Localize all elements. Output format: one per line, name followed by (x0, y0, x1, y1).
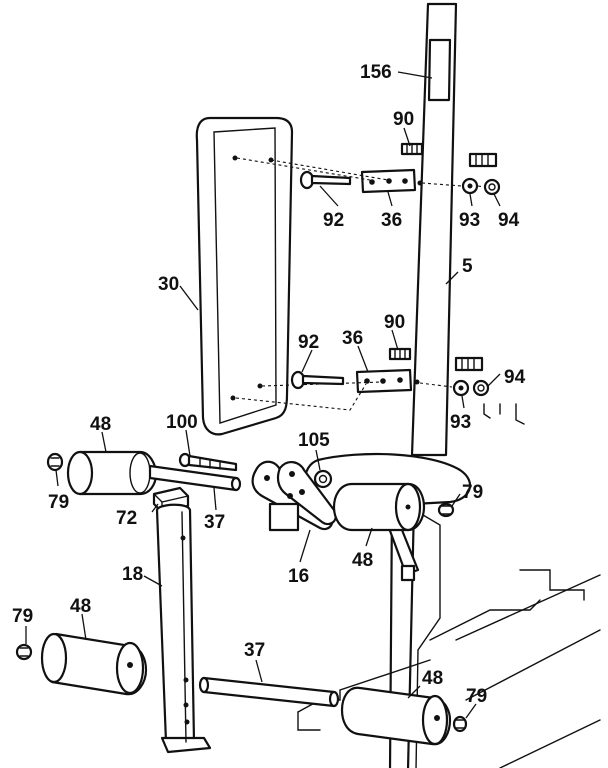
callout-94-upper: 94 (498, 210, 520, 231)
end-cap-79-b (437, 502, 455, 518)
lower-right-roller (340, 686, 452, 746)
lower-nut-94 (472, 379, 490, 397)
lower-left-roller (40, 632, 148, 696)
upright-post (410, 2, 458, 457)
callout-36-upper: 36 (381, 210, 402, 231)
upper-bolt-156 (468, 152, 498, 168)
callout-18: 18 (122, 564, 143, 585)
upper-bracket (236, 157, 417, 194)
upper-screw-90 (400, 142, 424, 156)
end-cap-79-a (46, 452, 64, 472)
upper-left-roller (66, 450, 158, 496)
callout-79-lower-left: 79 (12, 606, 33, 627)
lower-bracket (235, 368, 413, 411)
leader-lines (25, 71, 501, 719)
upper-right-roller (332, 482, 426, 532)
end-cap-79-c (15, 643, 33, 661)
callout-93-upper: 93 (459, 210, 480, 231)
callout-92-upper: 92 (323, 210, 344, 231)
callout-156: 156 (360, 62, 392, 83)
lower-bolt-92 (290, 370, 345, 390)
callout-72: 72 (116, 508, 137, 529)
bolt-100 (178, 452, 238, 472)
upper-washer-93 (461, 177, 479, 195)
upper-bolt-92 (299, 170, 352, 190)
callout-30: 30 (158, 274, 179, 295)
lower-bolt-long (454, 356, 484, 372)
leg-tube-18 (155, 503, 212, 754)
callout-90-lower: 90 (384, 312, 405, 333)
callout-16: 16 (288, 566, 309, 587)
callout-79-upper-left: 79 (48, 492, 69, 513)
lower-washer-93 (452, 379, 470, 397)
callout-36-lower: 36 (342, 328, 363, 349)
callout-79-lower-right: 79 (466, 686, 487, 707)
callout-79-upper-right: 79 (462, 482, 483, 503)
lower-screw-90 (388, 347, 412, 361)
callout-48-upper-right: 48 (352, 550, 373, 571)
callout-5: 5 (462, 256, 473, 277)
callout-100: 100 (166, 412, 198, 433)
upper-rod-37 (148, 464, 242, 492)
callout-37-lower: 37 (244, 640, 265, 661)
callout-48-lower-right: 48 (422, 668, 443, 689)
callout-labels: 156 90 92 36 93 94 5 30 90 92 36 94 93 4… (12, 62, 526, 707)
back-pad (195, 116, 294, 436)
end-cap-79-d (452, 715, 468, 733)
callout-48-upper-left: 48 (90, 414, 111, 435)
callout-37-upper: 37 (204, 512, 225, 533)
lower-rod-37 (198, 676, 340, 708)
callout-105: 105 (298, 430, 330, 451)
callout-90-upper: 90 (393, 109, 414, 130)
upper-nut-94 (483, 178, 501, 196)
callout-93-lower: 93 (450, 412, 471, 433)
base-frame (297, 569, 601, 768)
callout-48-lower-left: 48 (70, 596, 91, 617)
callout-94-lower: 94 (504, 367, 526, 388)
callout-92-lower: 92 (298, 332, 319, 353)
